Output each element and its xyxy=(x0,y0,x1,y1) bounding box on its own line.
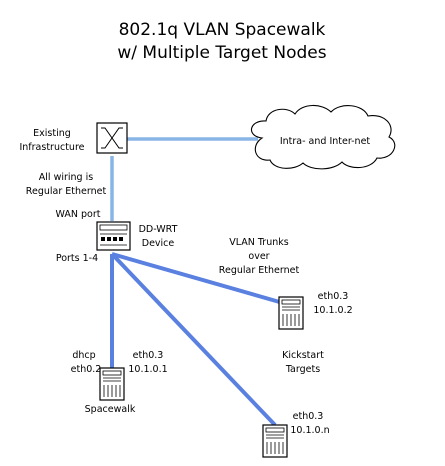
trunk-note-line2: over xyxy=(248,251,269,262)
trunk-note-line3: Regular Ethernet xyxy=(219,265,300,276)
spacewalk-dhcp-iface: eth0.2 xyxy=(71,364,102,375)
router-ports-label: Ports 1-4 xyxy=(56,253,98,264)
spacewalk-dhcp-label: dhcp xyxy=(72,350,95,361)
trunk-link-server-a xyxy=(111,252,291,307)
switch-label-line2: Infrastructure xyxy=(19,142,84,153)
switch-label-line1: Existing xyxy=(33,128,71,139)
server-n-iface: eth0.3 xyxy=(293,411,324,422)
server-icon xyxy=(99,367,125,401)
server-a-ip: 10.1.0.2 xyxy=(313,305,352,316)
diagram-title-line1: 802.1q VLAN Spacewalk xyxy=(119,20,326,40)
router-label-line2: Device xyxy=(142,238,175,249)
server-n-ip: 10.1.0.n xyxy=(290,425,329,436)
router-icon xyxy=(96,221,131,251)
trunk-link-server-n xyxy=(110,252,277,427)
targets-note-line1: Kickstart xyxy=(282,350,324,361)
network-switch-icon xyxy=(96,122,128,154)
trunk-note-line1: VLAN Trunks xyxy=(229,237,288,248)
router-label-line1: DD-WRT xyxy=(139,224,178,235)
server-a-iface: eth0.3 xyxy=(318,291,349,302)
wiring-note-line1: All wiring is xyxy=(39,172,93,183)
spacewalk-iface: eth0.3 xyxy=(133,350,164,361)
spacewalk-ip: 10.1.0.1 xyxy=(128,364,167,375)
cloud-icon xyxy=(251,104,396,170)
cloud-label: Intra- and Inter-net xyxy=(280,136,371,147)
server-icon xyxy=(278,296,304,330)
wiring-note-line2: Regular Ethernet xyxy=(26,186,107,197)
spacewalk-name: Spacewalk xyxy=(85,404,136,415)
router-wan-port-label: WAN port xyxy=(56,209,101,220)
diagram-title-line2: w/ Multiple Target Nodes xyxy=(117,43,326,63)
server-icon xyxy=(262,424,288,458)
targets-note-line2: Targets xyxy=(285,364,320,375)
